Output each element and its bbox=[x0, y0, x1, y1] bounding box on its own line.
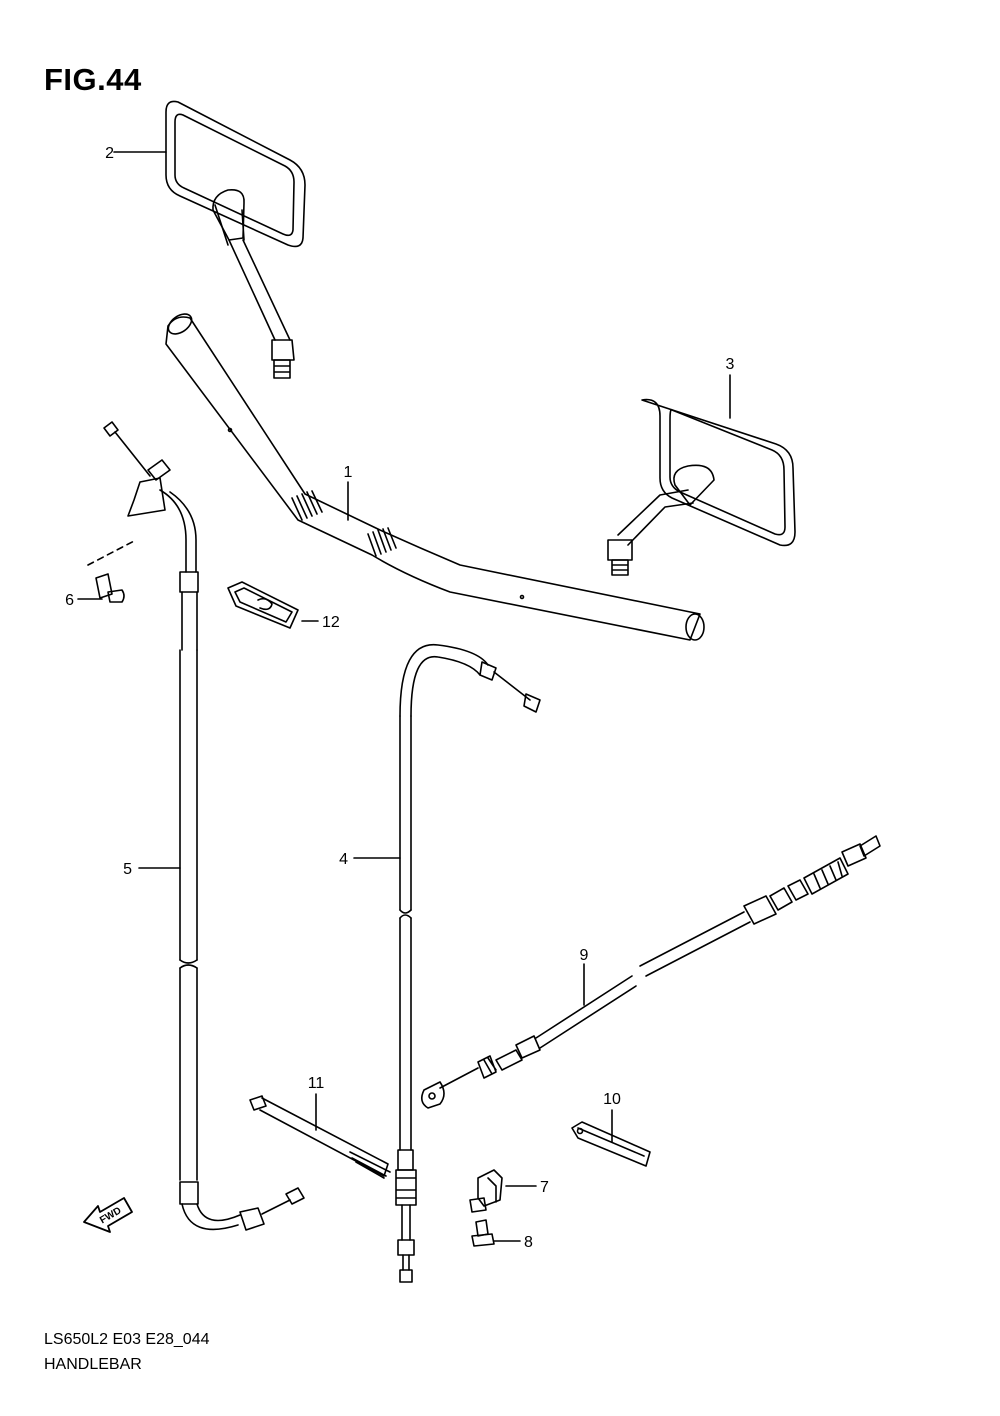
fwd-label: FWD bbox=[98, 1205, 123, 1226]
callout-11: 11 bbox=[308, 1075, 325, 1092]
cable-9 bbox=[420, 835, 881, 1109]
callout-7: 7 bbox=[540, 1179, 549, 1196]
cable-tie-11 bbox=[249, 1095, 391, 1179]
model-code: LS650L2 E03 E28_044 bbox=[44, 1331, 210, 1348]
handlebar bbox=[165, 313, 705, 641]
callout-5: 5 bbox=[123, 861, 132, 878]
cable-4 bbox=[395, 643, 541, 1283]
callout-9: 9 bbox=[580, 947, 589, 964]
callout-1: 1 bbox=[344, 464, 353, 481]
fwd-arrow-icon: FWD bbox=[83, 1197, 133, 1233]
figure-title: FIG.44 bbox=[44, 62, 142, 97]
callout-10: 10 bbox=[603, 1091, 621, 1108]
callout-6: 6 bbox=[65, 592, 74, 609]
cable-5 bbox=[103, 421, 305, 1231]
callout-4: 4 bbox=[339, 851, 348, 868]
callout-8: 8 bbox=[524, 1234, 533, 1251]
bolt-8 bbox=[471, 1219, 495, 1247]
part-group-name: HANDLEBAR bbox=[44, 1356, 142, 1373]
screw-6 bbox=[87, 539, 137, 603]
callout-2: 2 bbox=[105, 145, 114, 162]
mirror-left bbox=[165, 100, 306, 379]
cable-guide-7 bbox=[469, 1169, 503, 1213]
callout-12: 12 bbox=[322, 614, 340, 631]
clamp-12 bbox=[227, 581, 299, 629]
callout-3: 3 bbox=[726, 356, 735, 373]
mirror-right bbox=[607, 398, 796, 576]
bracket-10 bbox=[571, 1121, 651, 1167]
